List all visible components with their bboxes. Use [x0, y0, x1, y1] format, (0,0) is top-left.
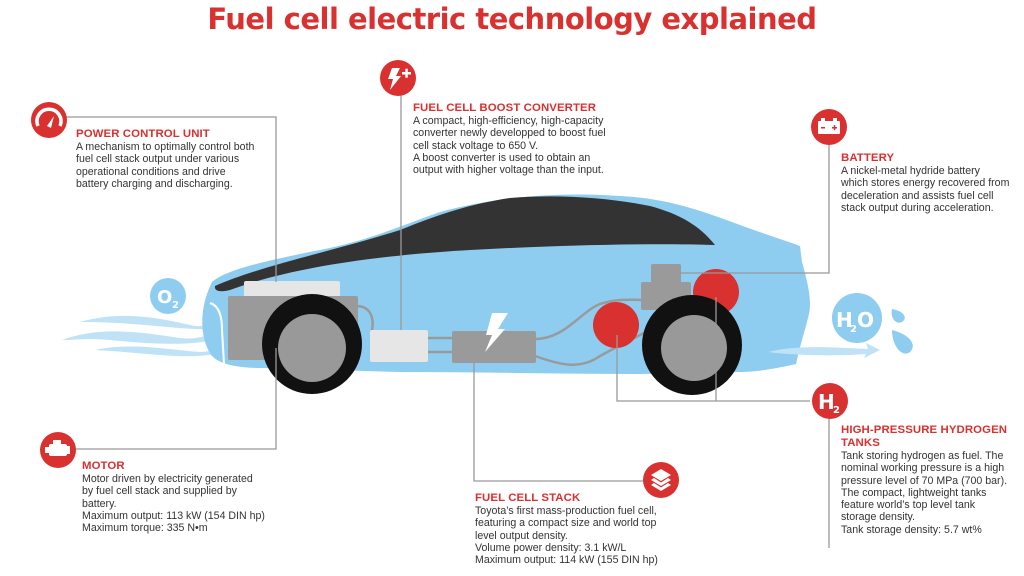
fuel-cell-stack-shape — [452, 331, 536, 363]
water-drop-icon — [892, 330, 913, 354]
battery-icon — [811, 109, 847, 145]
boost-converter-shape — [370, 330, 428, 362]
fuel-cell-stack-heading: FUEL CELL STACK — [475, 492, 581, 504]
boost-converter-callout: FUEL CELL BOOST CONVERTER A compact, hig… — [413, 102, 606, 177]
air-intake-flow — [62, 315, 230, 358]
svg-text:H: H — [818, 390, 835, 414]
layers-icon — [643, 462, 679, 498]
gauge-icon — [31, 102, 67, 138]
motor-callout: MOTOR Motor driven by electricity genera… — [82, 460, 265, 535]
o2-icon: O 2 — [150, 278, 186, 314]
power-control-unit-heading: POWER CONTROL UNIT — [76, 128, 210, 140]
battery-shape — [651, 264, 681, 284]
headlight-line — [209, 302, 225, 365]
page-title: Fuel cell electric technology explained — [207, 2, 817, 36]
front-wheel-hub — [278, 314, 346, 382]
water-exhaust-flow — [768, 343, 880, 358]
power-control-unit-shape — [244, 281, 340, 297]
connector-lines — [60, 95, 830, 548]
svg-text:O: O — [857, 308, 874, 332]
motor-heading: MOTOR — [82, 460, 125, 472]
battery-callout: BATTERY A nickel-metal hydride battery w… — [841, 152, 1010, 214]
power-control-unit-callout: POWER CONTROL UNIT A mechanism to optima… — [76, 128, 255, 190]
battery-heading: BATTERY — [841, 152, 895, 164]
svg-text:2: 2 — [850, 324, 857, 335]
water-drop-icon — [891, 309, 905, 323]
o2-subscript: 2 — [172, 300, 179, 311]
boost-converter-heading: FUEL CELL BOOST CONVERTER — [413, 102, 597, 114]
svg-text:2: 2 — [833, 405, 840, 416]
rear-wheel-hub — [661, 315, 727, 381]
lightning-icon — [485, 313, 508, 352]
h2o-icon: H 2 O — [832, 293, 882, 343]
fuel-cell-stack-callout: FUEL CELL STACK Toyota’s first mass-prod… — [475, 492, 658, 567]
car-window — [214, 196, 716, 292]
h2-icon: H 2 — [812, 383, 848, 419]
lightning-plus-icon — [380, 60, 416, 96]
hydrogen-tank-front — [593, 302, 639, 348]
hydrogen-tanks-callout: HIGH-PRESSURE HYDROGEN TANKS Tank storin… — [841, 424, 1008, 536]
hydrogen-tanks-heading: HIGH-PRESSURE HYDROGEN — [841, 424, 1008, 436]
engine-icon — [40, 432, 76, 468]
svg-text:H: H — [836, 308, 853, 332]
o2-label: O — [157, 287, 172, 308]
